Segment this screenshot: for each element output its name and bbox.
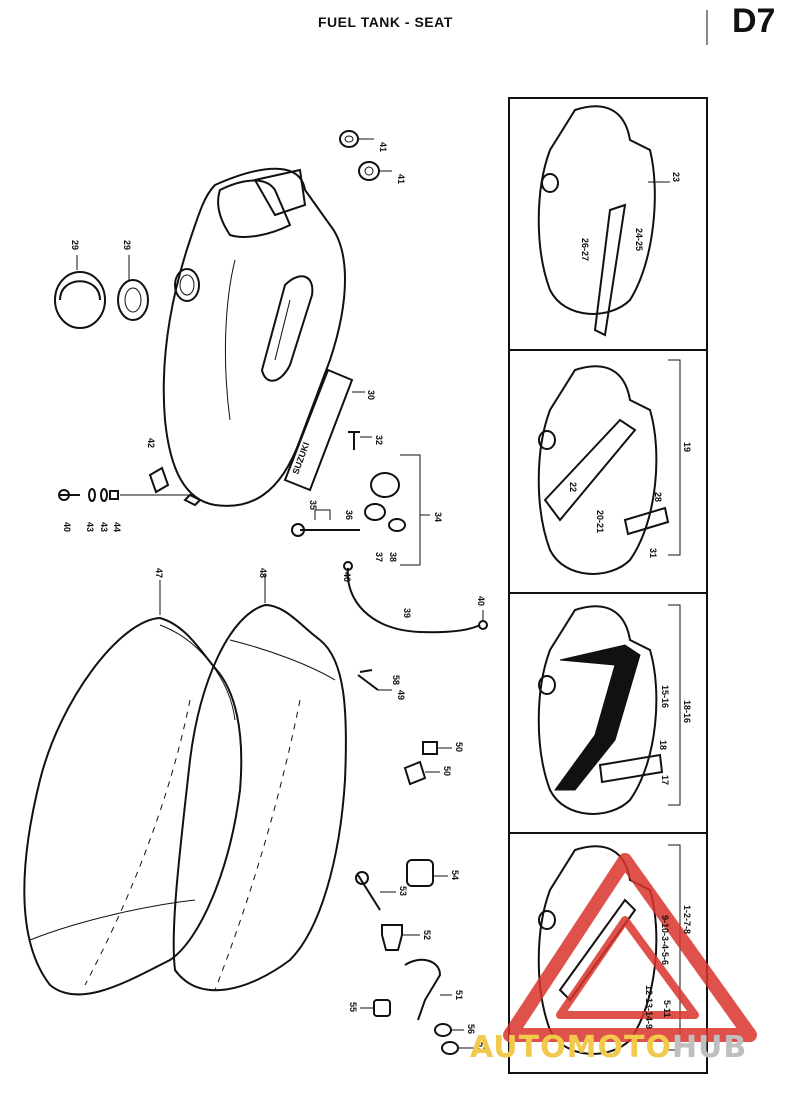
tank-emblem-30: SUZUKI <box>283 368 365 492</box>
fuel-cap-parts <box>339 130 392 181</box>
callout-label: 55 <box>348 1002 358 1012</box>
callout-label: 40 <box>342 572 352 582</box>
callout-label: 54 <box>450 870 460 880</box>
watermark-text: AUTOMOTOHUB <box>470 1030 747 1065</box>
callout-labels: 41 41 29 29 30 32 42 40 43 43 44 34 35 3… <box>62 142 692 1052</box>
callout-label: 32 <box>374 435 384 445</box>
callout-label: 35 <box>308 500 318 510</box>
seat-48 <box>172 575 347 992</box>
callout-label: 9-10-3-4-5-6 <box>660 915 670 965</box>
screw-32 <box>348 431 372 450</box>
callout-label: 26-27 <box>580 238 590 261</box>
callout-label: 24-25 <box>634 228 644 251</box>
callout-label: 23 <box>671 172 681 182</box>
callout-label: 34 <box>433 512 443 522</box>
fuel-cock-assembly <box>291 454 430 566</box>
fuel-tank-main <box>162 167 346 507</box>
callout-label: 40 <box>62 522 72 532</box>
callout-label: 49 <box>396 690 406 700</box>
callout-label: 52 <box>422 930 432 940</box>
callout-label: 29 <box>70 240 80 250</box>
callout-label: 28 <box>653 492 663 502</box>
callout-label: 1-2-7-8 <box>682 905 692 934</box>
callout-label: 58 <box>391 675 401 685</box>
callout-label: 36 <box>344 510 354 520</box>
callout-label: 20-21 <box>595 510 605 533</box>
callout-label: 43 <box>85 522 95 532</box>
callout-label: 37 <box>374 552 384 562</box>
callout-label: 18 <box>658 740 668 750</box>
callout-label: 39 <box>402 608 412 618</box>
tank-cap-29 <box>54 255 149 329</box>
seat-47 <box>23 580 243 996</box>
tank-bolt-set <box>58 466 190 502</box>
callout-label: 31 <box>648 548 658 558</box>
callout-label: 12-13-14-9 <box>644 985 654 1029</box>
watermark-part: MOTO <box>566 1030 672 1065</box>
callout-label: 47 <box>154 568 164 578</box>
callout-label: 57 <box>476 1042 486 1052</box>
callout-label: 56 <box>466 1024 476 1034</box>
callout-label: 30 <box>366 390 376 400</box>
callout-label: 41 <box>396 174 406 184</box>
callout-label: 40 <box>476 596 486 606</box>
callout-label: 15-16 <box>660 685 670 708</box>
callout-label: 53 <box>398 886 408 896</box>
watermark-logo <box>503 853 757 1042</box>
callout-label: 29 <box>122 240 132 250</box>
callout-label: 42 <box>146 438 156 448</box>
watermark-part: HUB <box>671 1030 748 1065</box>
callout-label: 50 <box>442 766 452 776</box>
callout-label: 41 <box>378 142 388 152</box>
page-code: D7 <box>732 2 776 40</box>
fuel-hose-39 <box>343 561 488 634</box>
callout-label: 19 <box>682 442 692 452</box>
callout-label: 17 <box>660 775 670 785</box>
callout-label: 50 <box>454 742 464 752</box>
callout-label: 38 <box>388 552 398 562</box>
seat-hardware <box>355 669 475 1055</box>
callout-label: 44 <box>112 522 122 532</box>
callout-label: 48 <box>258 568 268 578</box>
watermark-part: AUTO <box>470 1030 567 1065</box>
callout-label: 5-11 <box>662 1000 672 1018</box>
callout-label: 43 <box>99 522 109 532</box>
callout-label: 22 <box>568 482 578 492</box>
callout-label: 18-16 <box>682 700 692 723</box>
page-title: FUEL TANK - SEAT <box>318 14 453 30</box>
callout-label: 51 <box>454 990 464 1000</box>
